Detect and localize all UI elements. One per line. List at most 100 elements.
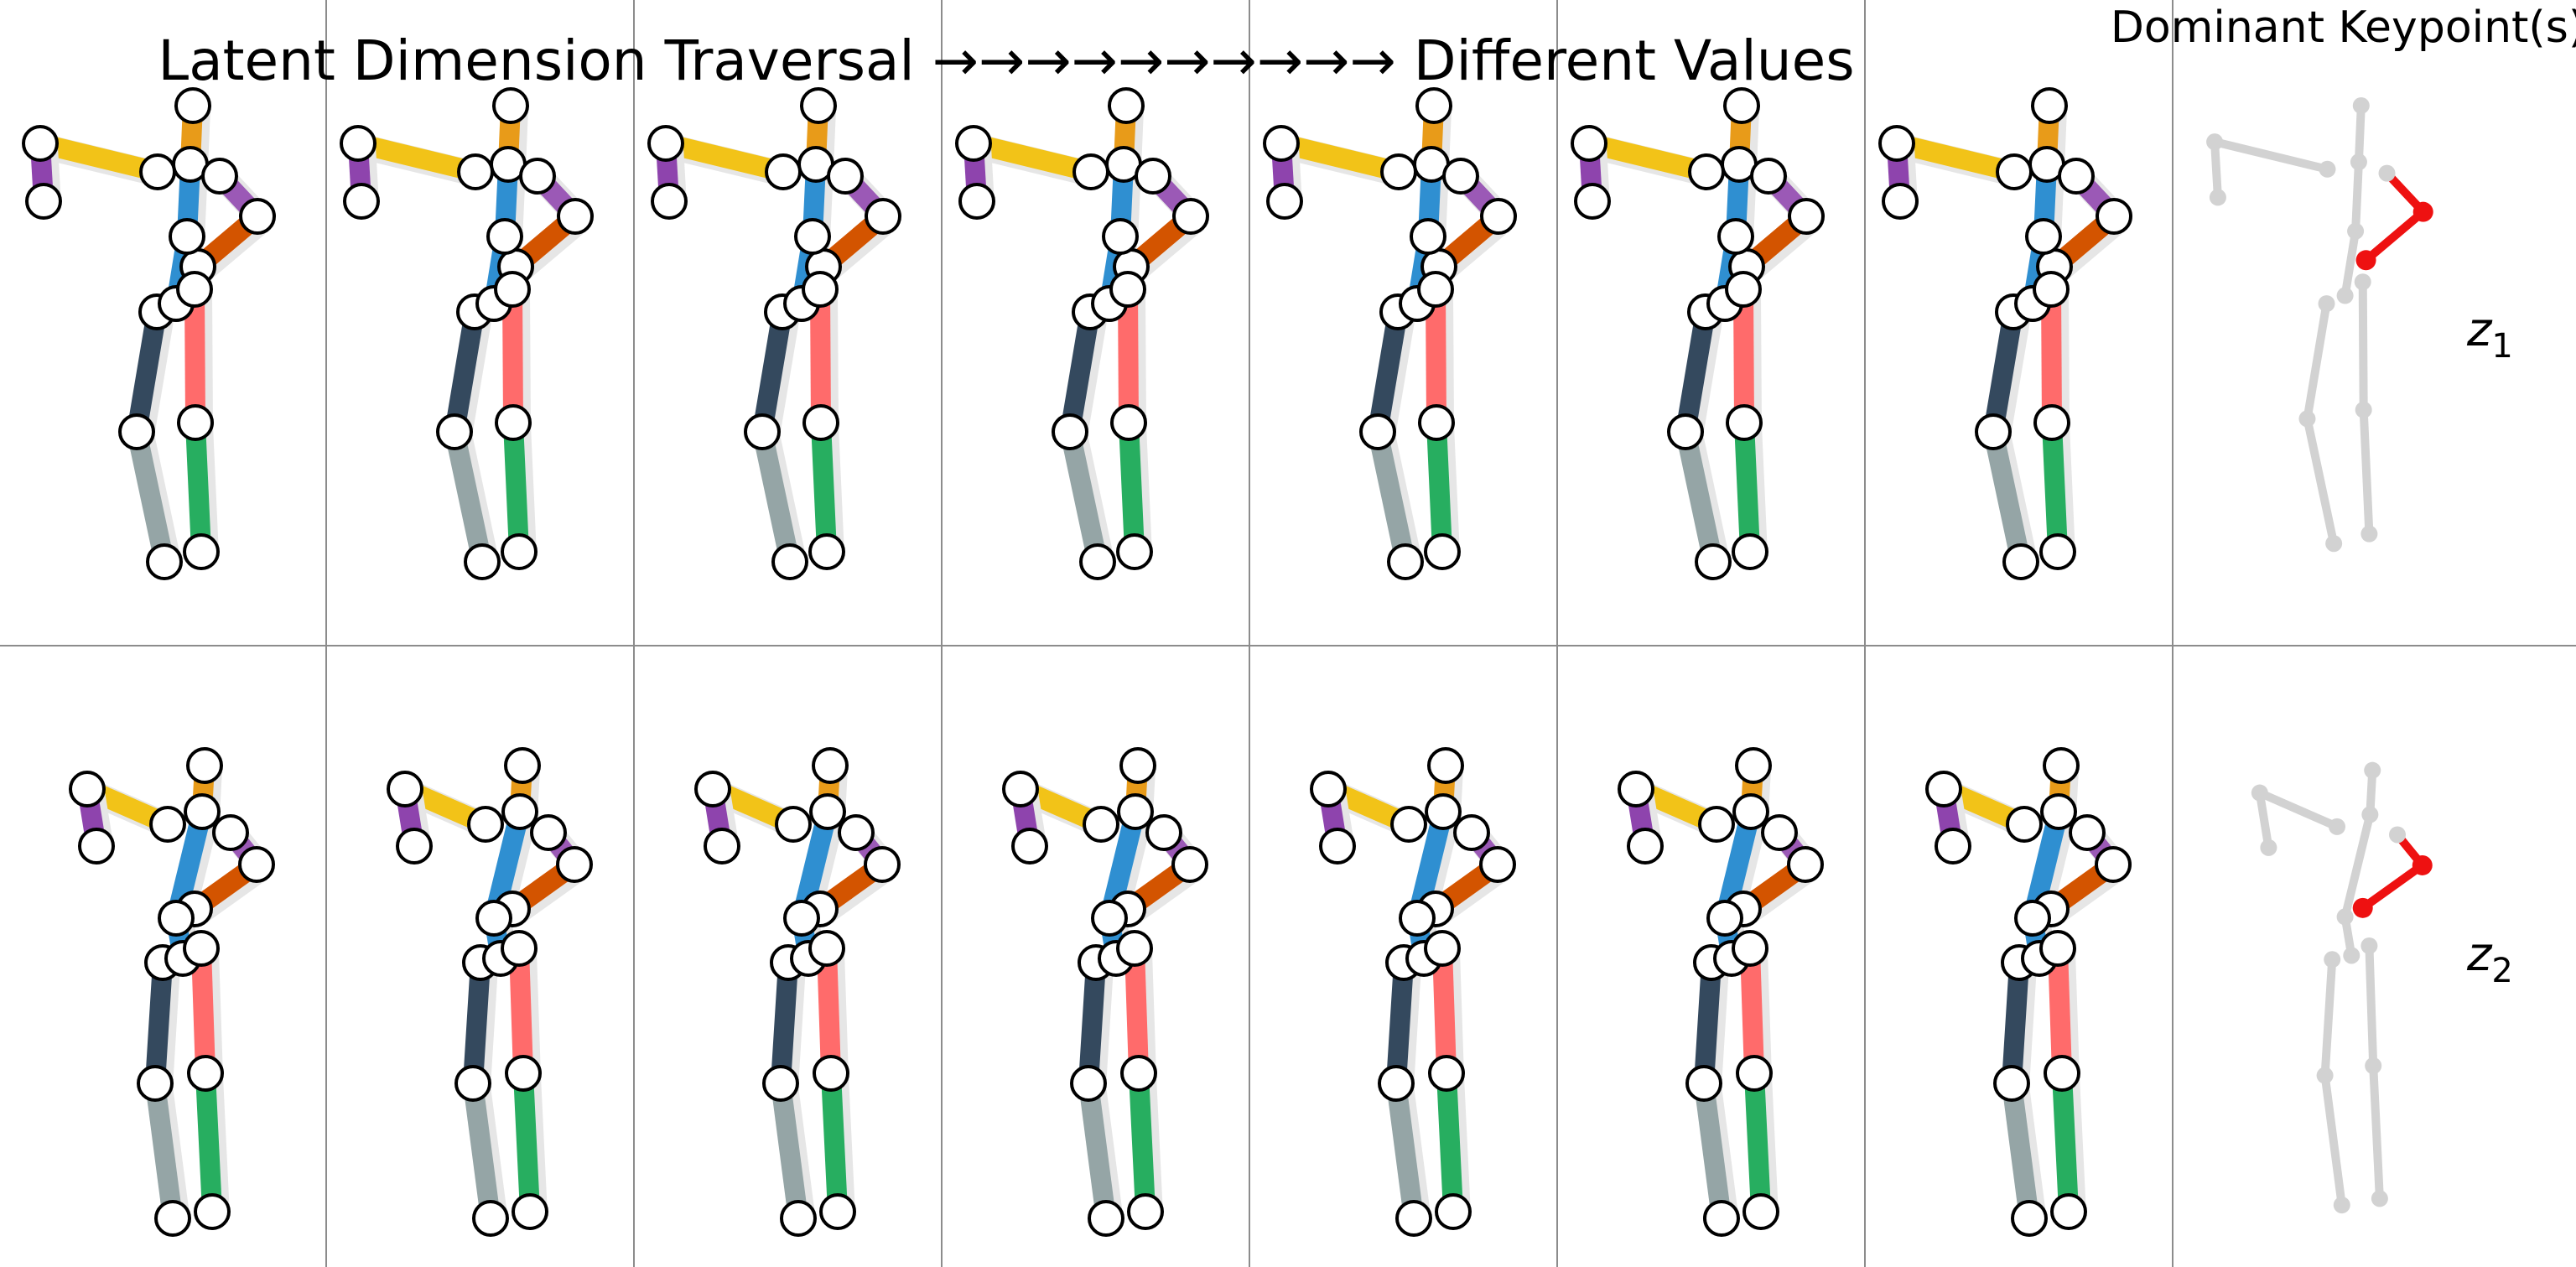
joint-marker bbox=[1390, 806, 1427, 843]
joint-marker bbox=[1735, 747, 1772, 784]
ghost-bone-highlight bbox=[2361, 207, 2428, 265]
joint-marker bbox=[1480, 198, 1517, 235]
joint-marker bbox=[1717, 218, 1754, 255]
ghost-bone bbox=[2365, 941, 2378, 1070]
traversal-panel bbox=[69, 747, 275, 1237]
joint-marker bbox=[1425, 793, 1462, 830]
bone-right-thigh bbox=[502, 288, 523, 423]
joint-marker bbox=[775, 806, 812, 843]
joint-marker bbox=[819, 1193, 856, 1230]
joint-marker bbox=[1571, 125, 1607, 162]
joint-marker bbox=[1072, 153, 1109, 190]
bone-left-shin bbox=[2002, 1082, 2039, 1220]
joint-marker bbox=[1574, 183, 1611, 220]
ghost-joint bbox=[2347, 222, 2365, 240]
joint-marker bbox=[1310, 771, 1347, 807]
bone-right-thigh bbox=[1740, 948, 1764, 1074]
joint-marker bbox=[519, 158, 556, 195]
joint-marker bbox=[1319, 828, 1356, 865]
joint-marker bbox=[1787, 846, 1824, 883]
joint-marker bbox=[1725, 271, 1762, 308]
joint-marker bbox=[387, 771, 423, 807]
joint-marker bbox=[2058, 158, 2095, 195]
bone-left-upper-arm bbox=[38, 133, 160, 182]
bone-left-thigh bbox=[1078, 962, 1106, 1084]
joint-marker bbox=[802, 404, 839, 441]
traversal-panel bbox=[387, 747, 593, 1237]
bone-left-shin bbox=[1675, 429, 1723, 564]
ghost-joint bbox=[2316, 1067, 2334, 1084]
joint-marker bbox=[812, 747, 849, 784]
joint-marker bbox=[556, 846, 593, 883]
joint-marker bbox=[1415, 87, 1452, 124]
joint-marker bbox=[1052, 413, 1088, 450]
traversal-panel bbox=[1618, 747, 1824, 1237]
joint-marker bbox=[1417, 271, 1454, 308]
bone-right-thigh bbox=[1733, 288, 1754, 423]
joint-marker bbox=[808, 533, 845, 570]
joint-marker bbox=[1083, 806, 1119, 843]
bone-left-shin bbox=[145, 1082, 183, 1220]
joint-marker bbox=[2050, 1193, 2087, 1230]
traversal-panel bbox=[1002, 747, 1208, 1237]
joint-marker bbox=[475, 900, 512, 937]
bone-right-shin bbox=[821, 1072, 848, 1212]
bone-left-upper-arm bbox=[1279, 133, 1401, 182]
joint-marker bbox=[1627, 828, 1664, 865]
joint-marker bbox=[1108, 87, 1145, 124]
traversal-panel bbox=[1263, 87, 1517, 580]
joint-marker bbox=[1453, 814, 1490, 851]
joint-marker bbox=[340, 125, 377, 162]
joint-marker bbox=[765, 153, 802, 190]
bone-right-shin bbox=[1426, 422, 1452, 553]
joint-marker bbox=[783, 900, 820, 937]
ghost-joint bbox=[2350, 153, 2367, 171]
bone-right-thigh bbox=[191, 948, 216, 1074]
row-label-z1: z1 bbox=[2466, 303, 2513, 366]
bone-right-thigh bbox=[509, 948, 533, 1074]
row-label-z2-symbol: z bbox=[2466, 927, 2493, 982]
joint-marker bbox=[1120, 1055, 1157, 1092]
joint-marker bbox=[1011, 828, 1048, 865]
joint-marker bbox=[557, 198, 594, 235]
joint-marker bbox=[1442, 158, 1479, 195]
bone-left-thigh bbox=[1694, 962, 1722, 1084]
bone-right-shin bbox=[513, 1072, 540, 1212]
bone-left-shin bbox=[752, 429, 800, 564]
joint-marker bbox=[865, 198, 901, 235]
ghost-joint bbox=[2360, 937, 2378, 954]
joint-marker bbox=[809, 793, 846, 830]
joint-marker bbox=[2043, 747, 2080, 784]
joint-marker bbox=[501, 533, 538, 570]
joint-marker bbox=[158, 900, 195, 937]
ghost-joint-highlight bbox=[2352, 897, 2373, 918]
joint-marker bbox=[2002, 543, 2039, 580]
bone-right-shin bbox=[1129, 1072, 1156, 1212]
joint-marker bbox=[177, 404, 214, 441]
bone-right-shin bbox=[1436, 1072, 1463, 1212]
bone-left-thigh bbox=[1060, 310, 1100, 434]
ghost-bone bbox=[2359, 405, 2374, 538]
joint-marker bbox=[1002, 771, 1039, 807]
bone-left-thigh bbox=[771, 962, 798, 1084]
joint-marker bbox=[146, 543, 183, 580]
ghost-bone bbox=[2255, 788, 2341, 831]
bone-right-shin bbox=[2042, 422, 2068, 553]
joint-marker bbox=[1418, 404, 1455, 441]
joint-marker bbox=[1135, 158, 1171, 195]
joint-marker bbox=[1703, 1200, 1740, 1237]
joint-marker bbox=[2044, 1055, 2080, 1092]
joint-marker bbox=[183, 930, 220, 967]
joint-marker bbox=[69, 771, 106, 807]
ghost-joint bbox=[2209, 189, 2226, 206]
joint-marker bbox=[838, 814, 875, 851]
joint-marker bbox=[1618, 771, 1654, 807]
ghost-joint bbox=[2352, 96, 2370, 114]
joint-marker bbox=[1723, 87, 1760, 124]
bone-right-shin bbox=[185, 422, 211, 553]
joint-marker bbox=[694, 771, 731, 807]
joint-marker bbox=[472, 1200, 509, 1237]
joint-marker bbox=[800, 87, 837, 124]
bone-right-thigh bbox=[1432, 948, 1457, 1074]
